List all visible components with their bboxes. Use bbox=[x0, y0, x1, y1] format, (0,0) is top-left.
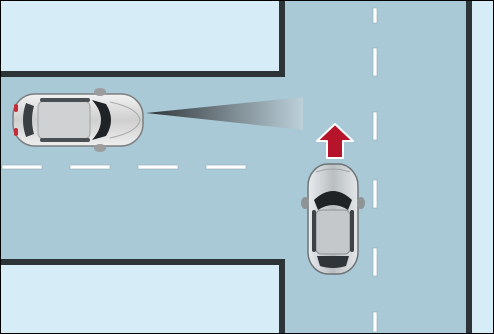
horizontal-dash bbox=[138, 165, 178, 169]
car-facing-right-icon bbox=[13, 88, 143, 152]
vertical-dash bbox=[373, 180, 377, 208]
vertical-dash bbox=[373, 48, 377, 76]
horizontal-dash bbox=[70, 165, 110, 169]
horizontal-dash bbox=[206, 165, 246, 169]
car-facing-up-icon bbox=[301, 164, 365, 274]
vertical-dash bbox=[373, 112, 377, 140]
horizontal-dash bbox=[2, 165, 42, 169]
vertical-dash bbox=[373, 312, 377, 332]
vertical-dash bbox=[373, 8, 377, 23]
vertical-dash bbox=[373, 248, 377, 276]
